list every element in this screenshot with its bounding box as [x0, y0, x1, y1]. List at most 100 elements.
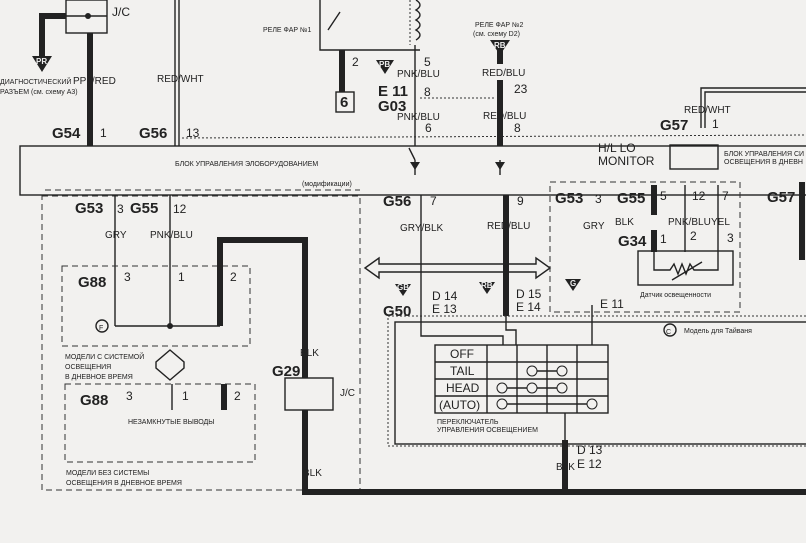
- connector-g57: G57: [767, 189, 795, 206]
- pin-label: 8: [514, 121, 521, 135]
- switch-label-2: УПРАВЛЕНИЯ ОСВЕЩЕНИЕМ: [437, 427, 538, 434]
- pin-label: D 14: [432, 289, 458, 303]
- ground-box-label: 6: [340, 94, 348, 111]
- connector-g53: G53: [555, 190, 583, 207]
- pin-label: D 13: [577, 443, 603, 457]
- junction-connector-g29: [284, 377, 334, 411]
- wire-label: PNK/BLU: [150, 230, 193, 241]
- wire-label: PNK/BLU: [397, 112, 440, 123]
- connector-g53: G53: [75, 200, 103, 217]
- wire-label: RED/BLU: [483, 111, 526, 122]
- contact-icon: [496, 398, 508, 410]
- pin-label: 3: [727, 231, 734, 245]
- connector-g03: G03: [378, 98, 406, 115]
- g-tag-icon: [565, 279, 581, 291]
- taiwan-label: Модель для Тайваня: [684, 327, 752, 335]
- light-switch-block: [394, 321, 806, 445]
- pin-label: 2: [234, 389, 241, 403]
- connector-g34: G34: [618, 233, 647, 250]
- connector-g54: G54: [52, 125, 81, 142]
- contact-icon: [556, 365, 568, 377]
- sensor-label: Датчик освещенности: [640, 292, 711, 299]
- ground-box: [335, 91, 355, 113]
- pin-label: 1: [178, 270, 185, 284]
- pin-label: 3: [595, 192, 602, 206]
- pin-label: E 12: [577, 457, 602, 471]
- diode-icon: [410, 162, 420, 170]
- pin-label: 2: [690, 229, 697, 243]
- pin-label: D 15: [516, 287, 542, 301]
- relay-switch-icon: [327, 11, 341, 31]
- pin-label: E 14: [516, 300, 541, 314]
- pb-tag: PB: [379, 60, 390, 69]
- contact-icon: [556, 382, 568, 394]
- g88-box-with-drl: [61, 265, 251, 347]
- pin-label: 12: [173, 202, 187, 216]
- c-mark-label: C: [666, 329, 671, 336]
- wire-label: BLK: [300, 348, 319, 359]
- ecu-mod: (модификации): [302, 181, 352, 188]
- pin-label: 2: [352, 55, 359, 69]
- wire-label: BLK: [556, 462, 575, 473]
- pin-label: 6: [425, 121, 432, 135]
- switch-row-off: OFF: [450, 347, 474, 361]
- relay2-ref: (см. схему D2): [473, 31, 520, 38]
- pin-label: 3: [124, 270, 131, 284]
- rb-tag-icon: [490, 40, 510, 55]
- connector-g55: G55: [130, 200, 158, 217]
- relay1-box: [319, 0, 420, 51]
- pin-label: 9: [517, 194, 524, 208]
- pin-label: 1: [100, 126, 107, 140]
- rb-tag-icon: [479, 282, 495, 294]
- rb-tag: RB: [494, 41, 506, 50]
- switch-row-tail: TAIL: [450, 364, 475, 378]
- connector-g88: G88: [78, 274, 106, 291]
- contact-icon: [586, 398, 598, 410]
- blk-ground-wire: [217, 237, 806, 495]
- switch-row-head: HEAD: [446, 381, 480, 395]
- g-tag: G: [570, 279, 576, 288]
- g88-box-without-drl: [64, 383, 256, 463]
- connector-g56: G56: [139, 125, 167, 142]
- connector-g57: G57: [660, 117, 688, 134]
- switch-row-auto: (AUTO): [439, 398, 480, 412]
- diode-icon: [495, 162, 505, 170]
- contact-icon: [496, 382, 508, 394]
- pin-label: 1: [712, 117, 719, 131]
- pin-label: 3: [126, 389, 133, 403]
- wire-label: PNK/BLU: [668, 217, 711, 228]
- variant-label: МОДЕЛИ С СИСТЕМОЙ: [65, 352, 144, 361]
- hl-lo-monitor-label-2: MONITOR: [598, 154, 655, 168]
- wire-label: GRY/BLK: [400, 223, 443, 234]
- double-arrow-icon: [363, 256, 552, 280]
- connector-g50: G50: [383, 303, 411, 320]
- wire-label: BLK: [303, 468, 322, 479]
- pin-label: 12: [692, 189, 706, 203]
- wire-label: PNK/BLU: [397, 69, 440, 80]
- variable-resistor-icon: [653, 252, 719, 281]
- double-arrow-icon: [155, 349, 185, 381]
- f-mark: [95, 319, 109, 333]
- light-sensor-box: [637, 250, 734, 286]
- variant-label: МОДЕЛИ БЕЗ СИСТЕМЫ: [66, 470, 149, 477]
- connector-g56: G56: [383, 193, 411, 210]
- relay1-label: РЕЛЕ ФАР №1: [263, 27, 312, 34]
- drl-unit-box: [669, 144, 719, 170]
- body-control-module: [19, 145, 806, 196]
- pin-label: E 13: [432, 302, 457, 316]
- wire-label: RED/WHT: [157, 74, 204, 85]
- pin-label: 5: [424, 55, 431, 69]
- wire-label: BLK: [615, 217, 634, 228]
- wire-label: GRY: [583, 221, 605, 232]
- variant-label: ОСВЕЩЕНИЯ: [65, 364, 111, 371]
- relay-coil-icon: [414, 0, 421, 41]
- wire-label: RED/WHT: [684, 105, 731, 116]
- connector-e11: E 11: [378, 83, 408, 100]
- junction-connector-top: J/C: [65, 0, 130, 34]
- switch-label: ПЕРЕКЛЮЧАТЕЛЬ: [437, 419, 499, 426]
- connector-g55: G55: [617, 190, 645, 207]
- pin-label: 5: [660, 189, 667, 203]
- pin-label: 23: [514, 82, 528, 96]
